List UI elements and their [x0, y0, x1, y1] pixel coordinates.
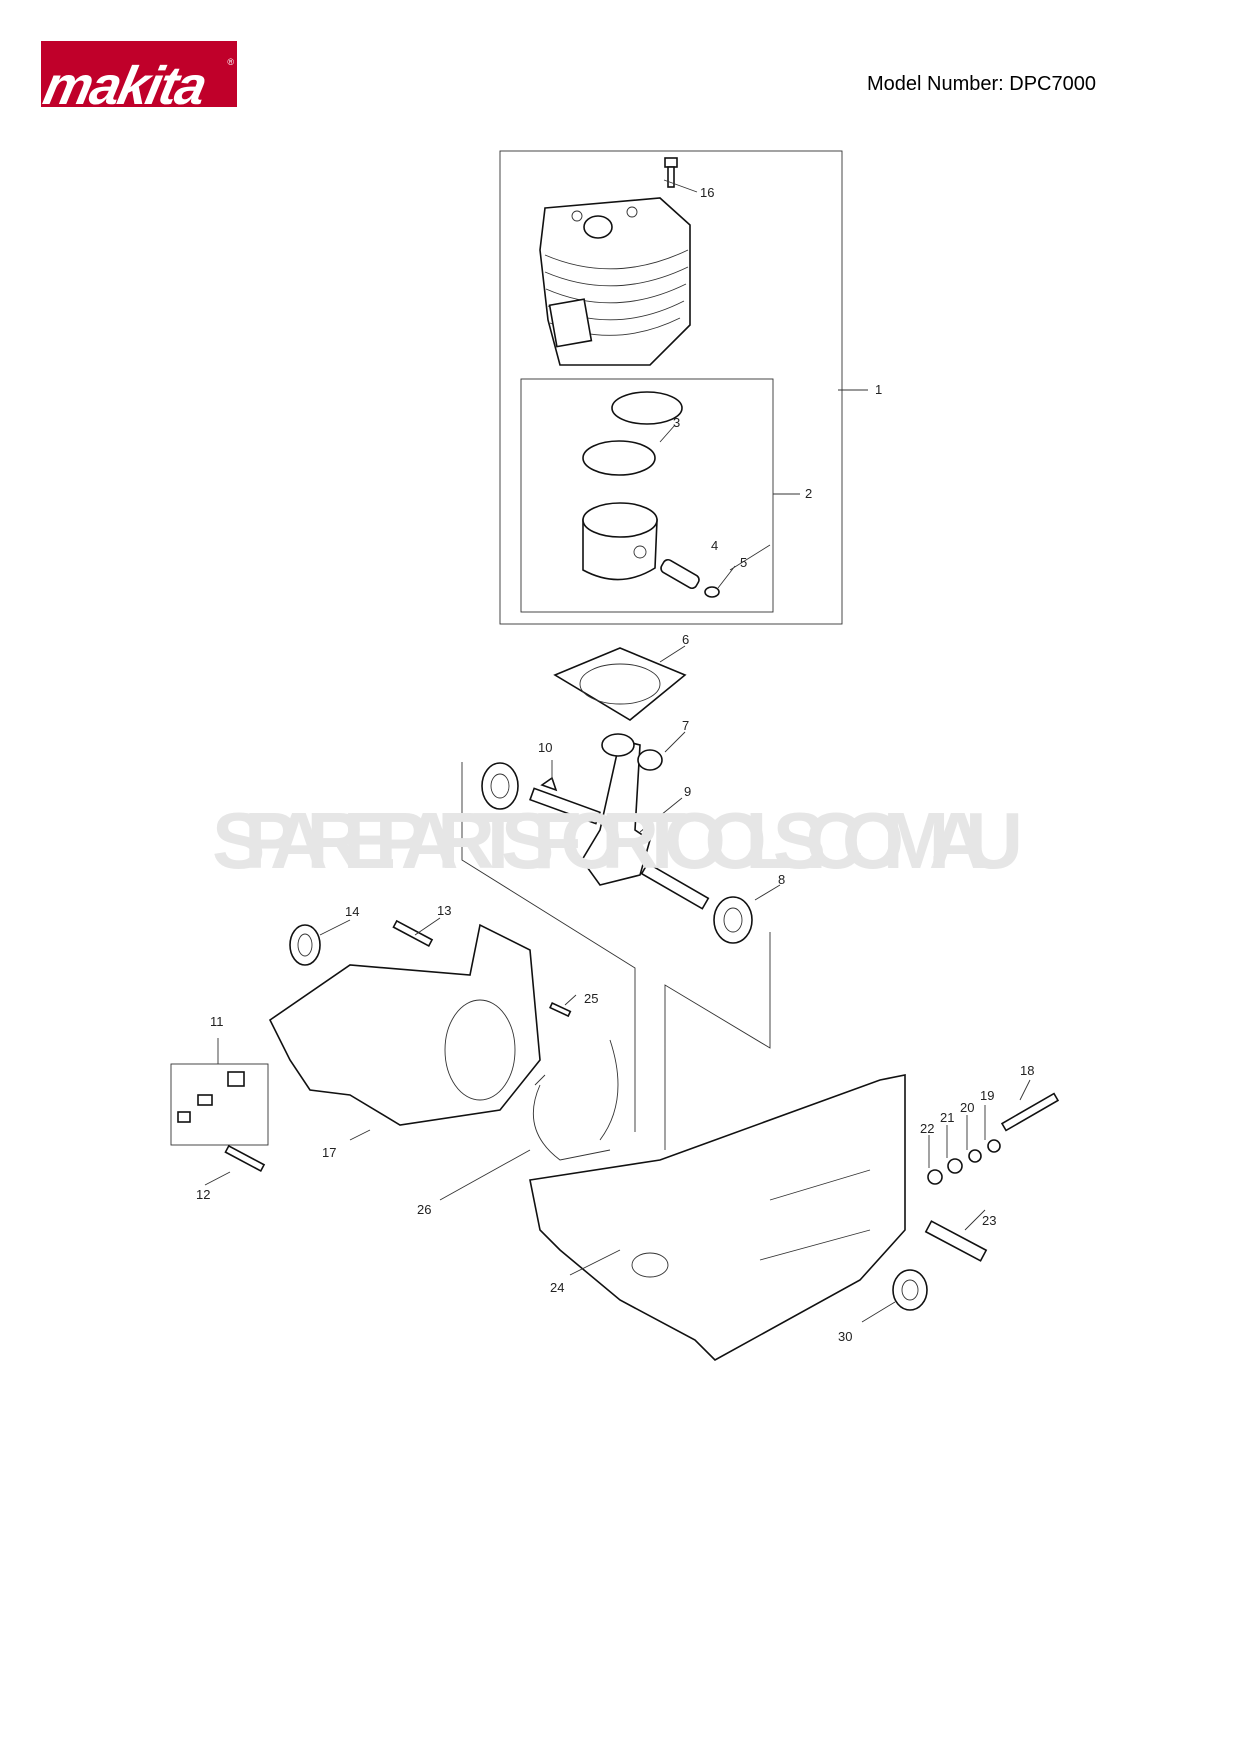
piston-ring-3: [582, 440, 656, 476]
circlip-5: [704, 586, 720, 598]
part-11: [177, 1071, 245, 1123]
stud-23: [924, 1220, 988, 1262]
watermark: SPAREPARTSFORTOOLS.COM.AU: [212, 796, 1022, 885]
callout-2: 2: [805, 486, 812, 501]
oil-seal-30: [892, 1269, 928, 1311]
callout-22: 22: [920, 1121, 934, 1136]
gasket-26: [532, 1039, 619, 1161]
crankcase-17: [268, 923, 541, 1126]
screw-13: [392, 919, 434, 948]
callout-labels: 1 2 3 4 5 6 7 8 9 10 11 12 13 14 16 17 1…: [196, 185, 1034, 1344]
piston-pin-4: [660, 558, 700, 590]
callout-1: 1: [875, 382, 882, 397]
callout-20: 20: [960, 1100, 974, 1115]
oil-seal-14: [289, 924, 321, 966]
gasket-6: [553, 647, 687, 721]
washers-19-22: [927, 1139, 1001, 1185]
callout-14: 14: [345, 904, 359, 919]
callout-12: 12: [196, 1187, 210, 1202]
cylinder-part: [539, 197, 691, 366]
callout-7: 7: [682, 718, 689, 733]
callout-17: 17: [322, 1145, 336, 1160]
model-number: Model Number: DPC7000: [867, 73, 1096, 95]
callout-9: 9: [684, 784, 691, 799]
piston-part: [582, 502, 658, 581]
callout-10: 10: [538, 740, 552, 755]
piston-ring: [611, 391, 683, 425]
callout-24: 24: [550, 1280, 564, 1295]
bearing-8: [713, 896, 753, 944]
callout-6: 6: [682, 632, 689, 647]
callout-19: 19: [980, 1088, 994, 1103]
crankshaft-9: [529, 733, 710, 910]
callout-3: 3: [673, 415, 680, 430]
callout-25: 25: [584, 991, 598, 1006]
callout-16: 16: [700, 185, 714, 200]
bolt-18: [1000, 1092, 1060, 1132]
callout-11: 11: [210, 1014, 224, 1029]
screw-12: [224, 1144, 266, 1173]
callout-13: 13: [437, 903, 451, 918]
cylinder-kit-box: [499, 150, 843, 625]
callout-30: 30: [838, 1329, 852, 1344]
bearing-left: [481, 762, 519, 810]
key-10: [540, 776, 558, 792]
callout-21: 21: [940, 1110, 954, 1125]
pin-25: [549, 1001, 572, 1018]
callout-5: 5: [740, 555, 747, 570]
callout-4: 4: [711, 538, 718, 553]
callout-23: 23: [982, 1213, 996, 1228]
makita-logo: makita®: [41, 41, 237, 107]
callout-26: 26: [417, 1202, 431, 1217]
callout-18: 18: [1020, 1063, 1034, 1078]
part-11-box: [170, 1063, 269, 1146]
crankcase-24: [529, 1074, 906, 1361]
piston-kit-box: [520, 378, 774, 613]
needle-bearing-7: [637, 749, 663, 771]
screw-16: [664, 157, 678, 188]
callout-8: 8: [778, 872, 785, 887]
